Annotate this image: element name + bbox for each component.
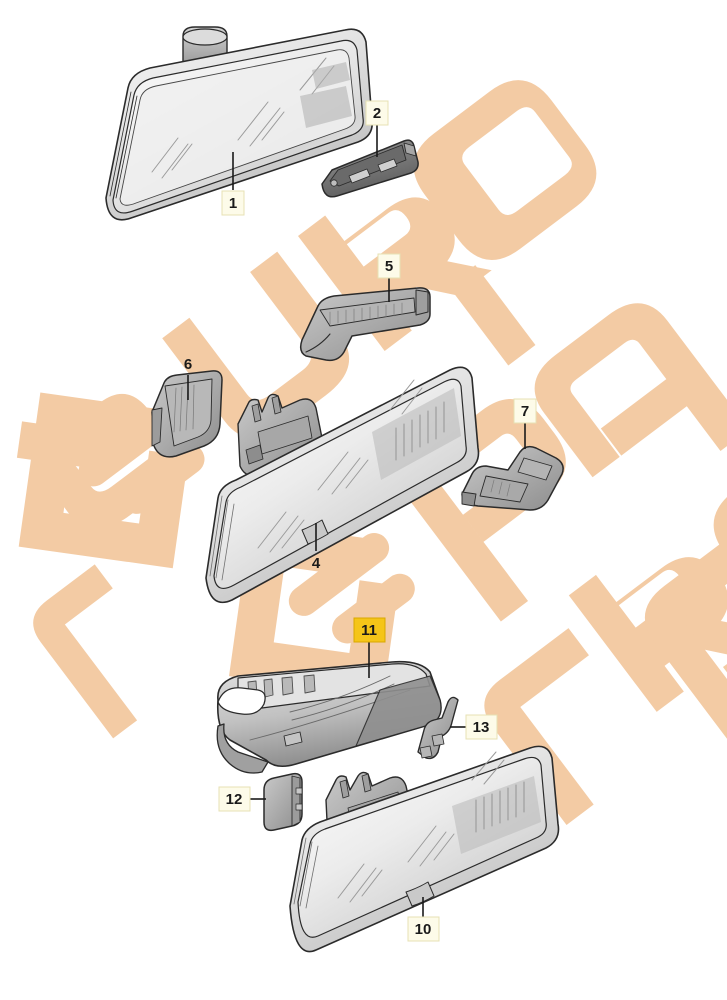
callout-label-1: 1 (229, 195, 237, 212)
part-12-end-cap (263, 772, 303, 832)
callout-box-7 (513, 398, 537, 424)
part-10-mirror-assembly (289, 745, 560, 953)
part-5-upper-trim-cover (299, 287, 431, 362)
callout-7[interactable]: 7 (513, 398, 537, 449)
part-6-side-cover-left (151, 370, 223, 458)
part-13-retaining-clip (417, 696, 459, 760)
part-2-base-plate (321, 139, 419, 198)
callout-5[interactable]: 5 (377, 253, 401, 302)
callout-box-10 (407, 916, 440, 942)
part-4-mirror-assembly (205, 366, 480, 604)
callout-box-11 (353, 617, 386, 643)
callout-box-12 (218, 786, 251, 812)
callout-4[interactable]: 4 (312, 523, 321, 572)
callout-label-11: 11 (361, 622, 377, 639)
callout-label-13: 13 (473, 719, 490, 736)
part-7-side-cover-right (461, 445, 564, 511)
callout-label-4: 4 (312, 555, 321, 572)
part-11-housing-trim-cover (216, 660, 442, 774)
callout-label-12: 12 (226, 791, 243, 808)
callout-13[interactable]: 13 (450, 714, 498, 740)
part-1-mirror-assembly (105, 26, 374, 221)
callout-box-1 (221, 190, 245, 216)
callout-10[interactable]: 10 (407, 897, 440, 942)
callout-6[interactable]: 6 (184, 356, 192, 400)
callout-2[interactable]: 2 (365, 100, 389, 157)
callout-label-2: 2 (373, 105, 381, 122)
callout-label-6: 6 (184, 356, 192, 373)
callout-box-2 (365, 100, 389, 126)
callout-box-13 (465, 714, 498, 740)
callout-label-7: 7 (521, 403, 529, 420)
callout-label-5: 5 (385, 258, 393, 275)
callout-12[interactable]: 12 (218, 786, 266, 812)
callout-1[interactable]: 1 (221, 152, 245, 216)
callout-label-10: 10 (415, 921, 432, 938)
callout-box-5 (377, 253, 401, 279)
callout-11[interactable]: 11 (353, 617, 386, 678)
